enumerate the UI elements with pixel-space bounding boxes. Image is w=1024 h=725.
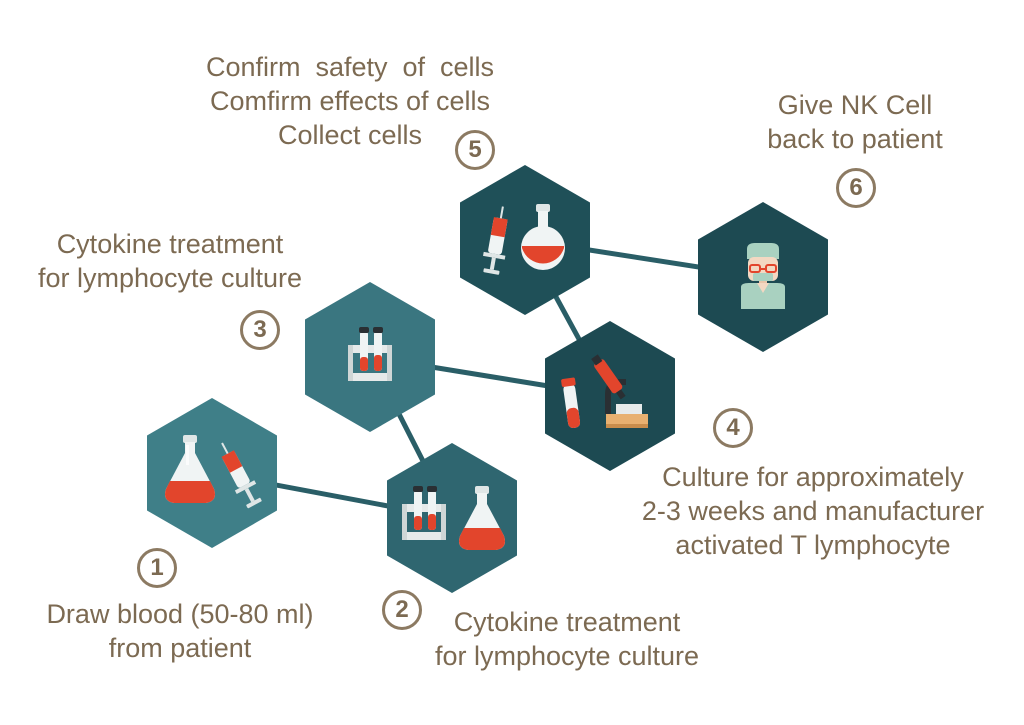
syringe-icon xyxy=(221,442,262,509)
step-2-number-badge: 2 xyxy=(382,590,422,630)
step-3-label: Cytokine treatment for lymphocyte cultur… xyxy=(15,227,325,295)
step-5-line-3: Collect cells xyxy=(277,120,423,150)
step-1-label: Draw blood (50-80 ml) from patient xyxy=(30,597,330,665)
flask-icon xyxy=(459,486,505,550)
step-4-label: Culture for approximately 2-3 weeks and … xyxy=(618,460,1008,562)
step-6-number-badge: 6 xyxy=(836,168,876,208)
step-4-line-2: 2-3 weeks and manufacturer xyxy=(641,496,985,526)
step-5-label: Confirm safety of cells Comfirm effects … xyxy=(180,50,520,152)
step-2-line-2: for lymphocyte culture xyxy=(434,641,700,671)
step-1-number-badge: 1 xyxy=(137,548,177,588)
step-2-line-1: Cytokine treatment xyxy=(453,607,681,637)
step-3-hexagon xyxy=(305,282,435,432)
step-2-label: Cytokine treatment for lymphocyte cultur… xyxy=(412,605,722,673)
step-1-line-1: Draw blood (50-80 ml) xyxy=(46,599,314,629)
step-5-number-badge: 5 xyxy=(455,130,495,170)
flask-icon xyxy=(521,204,565,270)
step-3-line-1: Cytokine treatment xyxy=(56,229,284,259)
microscope-icon xyxy=(591,354,648,428)
syringe-icon xyxy=(483,206,508,275)
step-3-line-2: for lymphocyte culture xyxy=(37,263,303,293)
step-5-line-2: Comfirm effects of cells xyxy=(209,86,491,116)
step-3-number-badge: 3 xyxy=(240,310,280,350)
flask-icon xyxy=(165,435,215,503)
step-6-hexagon xyxy=(698,202,828,352)
step-1-hexagon xyxy=(147,398,277,548)
test-tube-rack-icon xyxy=(402,486,446,540)
step-6-label: Give NK Cell back to patient xyxy=(740,88,970,156)
step-2-hexagon xyxy=(387,443,517,593)
step-5-line-1: Confirm safety of cells xyxy=(205,52,495,82)
step-4-hexagon xyxy=(545,321,675,471)
step-6-line-2: back to patient xyxy=(767,124,943,154)
step-4-line-3: activated T lymphocyte xyxy=(675,530,951,560)
step-1-line-2: from patient xyxy=(108,633,252,663)
patient-icon xyxy=(741,243,785,309)
test-tube-icon xyxy=(561,377,581,428)
step-4-number-badge: 4 xyxy=(713,408,753,448)
step-4-line-1: Culture for approximately xyxy=(662,462,964,492)
step-6-line-1: Give NK Cell xyxy=(777,90,933,120)
step-5-hexagon xyxy=(460,165,590,315)
test-tube-rack-icon xyxy=(348,327,392,381)
